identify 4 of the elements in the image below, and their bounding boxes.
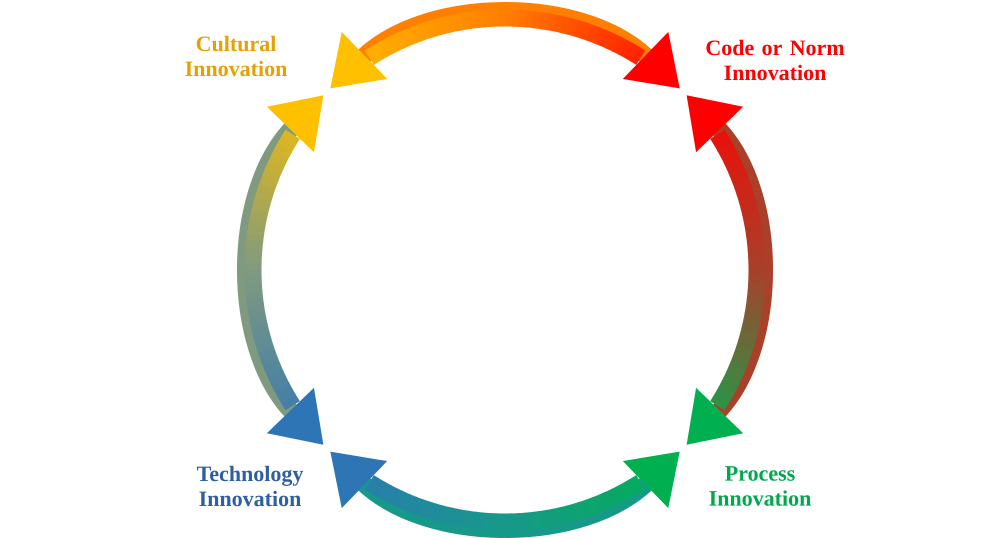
stage-label: Code or Norm Innovation [706, 40, 844, 80]
stage-label: Technology Innovation [196, 466, 304, 506]
stage-label: Cultural Innovation [185, 36, 288, 76]
stage-label: Process Innovation [709, 466, 812, 506]
